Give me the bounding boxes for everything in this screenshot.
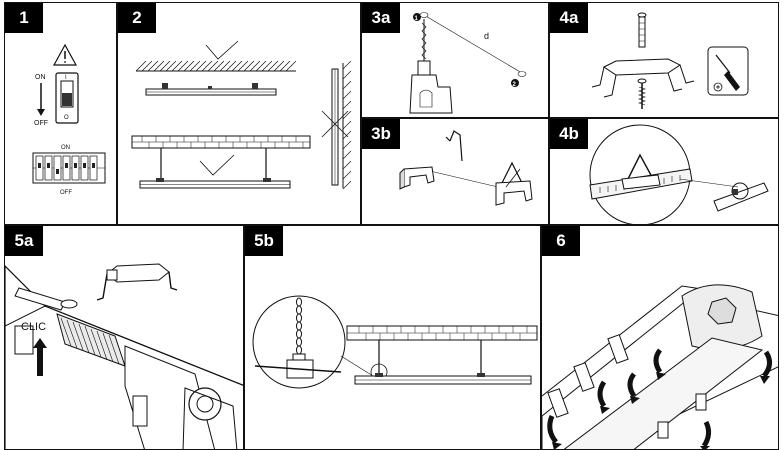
step-badge: 3a bbox=[362, 3, 400, 33]
clip-icon bbox=[399, 166, 435, 190]
warning-icon bbox=[52, 43, 78, 66]
step-badge: 5a bbox=[5, 226, 43, 256]
screw-bracket-illustration bbox=[591, 12, 749, 109]
step-badge: 5b bbox=[245, 226, 283, 256]
panel-step-1: 1 ON OFF I O ON bbox=[4, 2, 117, 225]
distance-label: d bbox=[484, 31, 489, 41]
panel-step-5b: 5b bbox=[244, 225, 541, 450]
luminaire-body bbox=[542, 284, 778, 449]
drilling-illustration: 1 d 2 bbox=[409, 12, 527, 114]
switch-on-label: ON bbox=[35, 74, 46, 81]
breaker-panel-icon bbox=[32, 152, 106, 184]
wall-plug-icon bbox=[637, 12, 647, 48]
suspension-illustration bbox=[252, 295, 538, 389]
arrow-up-icon bbox=[33, 338, 47, 376]
fasten-clips-illustration bbox=[542, 284, 778, 449]
step-badge: 6 bbox=[542, 226, 580, 256]
panel-step-6: 6 bbox=[541, 225, 779, 450]
switch-io-on: I bbox=[65, 75, 67, 81]
hole-2-label: 2 bbox=[513, 82, 517, 88]
screwdriver-icon bbox=[707, 46, 749, 96]
brick-beam bbox=[346, 325, 538, 341]
detail-circle bbox=[589, 124, 693, 224]
luminaire-body bbox=[5, 265, 243, 449]
mounting-bracket-icon bbox=[591, 58, 695, 98]
panel-step-2: 2 bbox=[117, 2, 361, 225]
panel-step-3b: 3b bbox=[361, 118, 549, 225]
rail-clip-illustration bbox=[589, 124, 769, 224]
click-mounting-illustration: CLIC bbox=[5, 263, 243, 449]
detail-circle bbox=[252, 295, 346, 389]
hole-1-marker bbox=[413, 13, 421, 21]
step-badge: 1 bbox=[5, 3, 43, 33]
step-badge: 4b bbox=[550, 119, 588, 149]
panel-step-5a: 5a CLIC bbox=[4, 225, 244, 450]
panel-step-3a: 3a 1 d 2 bbox=[361, 2, 549, 118]
step-badge: 3b bbox=[362, 119, 400, 149]
panel-step-4b: 4b bbox=[549, 118, 779, 225]
luminaire-end bbox=[713, 182, 769, 212]
switch-off-label: OFF bbox=[34, 120, 48, 127]
switch-io-off: O bbox=[64, 115, 69, 121]
bracket-assembled-icon bbox=[495, 161, 533, 206]
hole-2-marker bbox=[511, 79, 519, 87]
breaker-on-label: ON bbox=[61, 145, 70, 151]
breaker-off-label: OFF bbox=[60, 190, 72, 196]
step-badge: 2 bbox=[118, 3, 156, 33]
rotate-arrow-icon bbox=[547, 348, 772, 448]
ceiling-hatch bbox=[135, 60, 297, 72]
check-icon bbox=[199, 154, 235, 176]
screw-icon bbox=[637, 78, 647, 109]
brick-beam bbox=[131, 135, 311, 149]
wall-switch-icon: I O bbox=[55, 72, 79, 124]
bracket-icon bbox=[96, 263, 178, 301]
hook-icon bbox=[445, 130, 463, 162]
hook-clip-illustration bbox=[399, 130, 533, 206]
luminaire-suspended bbox=[139, 178, 291, 189]
wall-mount-crossed bbox=[321, 60, 352, 190]
mounting-options-illustration bbox=[131, 40, 352, 190]
step-badge: 4a bbox=[550, 3, 588, 33]
luminaire-suspended bbox=[354, 373, 532, 385]
luminaire-ceiling bbox=[145, 83, 277, 96]
click-label: CLIC bbox=[21, 321, 46, 333]
hole-1-label: 1 bbox=[415, 16, 419, 22]
check-icon bbox=[205, 40, 239, 60]
drill-icon bbox=[409, 19, 453, 114]
panel-step-4a: 4a bbox=[549, 2, 779, 118]
power-off-illustration: ON OFF I O ON bbox=[32, 43, 106, 196]
